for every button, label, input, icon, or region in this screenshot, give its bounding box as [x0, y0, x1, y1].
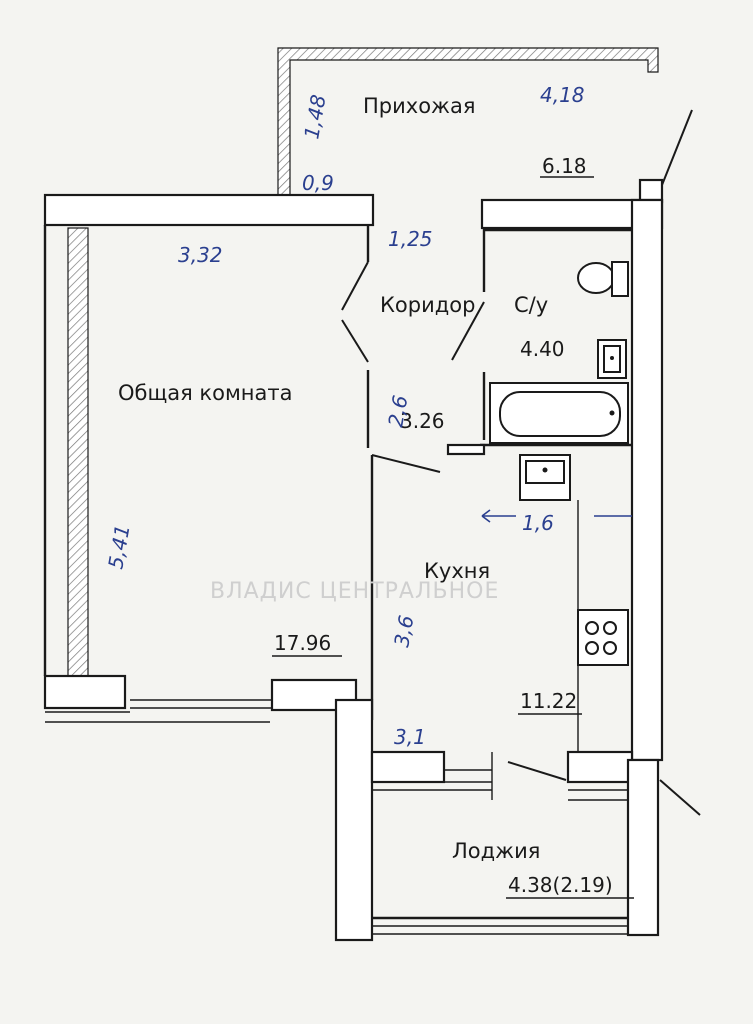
toilet-icon	[577, 261, 629, 297]
dim-living-length: 5,41	[103, 523, 134, 571]
dim-hallway-length: 4,18	[540, 83, 585, 107]
kitchen-sink-icon	[519, 454, 571, 501]
loggia-walls	[370, 750, 701, 937]
dim-corridor-length: 2,6	[383, 393, 412, 428]
dim-kitchen-length: 3,6	[389, 613, 418, 648]
bathroom-walls	[446, 228, 632, 456]
living-room-name: Общая комната	[118, 381, 293, 405]
bathroom-area: 4.40	[520, 337, 565, 361]
hallway-walls	[277, 47, 693, 204]
loggia-area: 4.38(2.19)	[508, 873, 613, 897]
partition-walls	[334, 225, 441, 942]
watermark: ВЛАДИС ЦЕНТРАЛЬНОЕ	[210, 579, 499, 604]
loggia-name: Лоджия	[452, 839, 540, 863]
dim-living-width: 3,32	[178, 243, 223, 267]
bathtub-icon	[489, 382, 629, 444]
living-room-walls	[43, 225, 358, 723]
dim-hallway-width: 1,48	[299, 93, 330, 141]
corridor-area: 3.26	[400, 409, 445, 433]
kitchen-area: 11.22	[520, 689, 577, 713]
living-room-area: 17.96	[274, 631, 331, 655]
dim-kitchen-bottom: 3,1	[394, 725, 426, 749]
hallway-area: 6.18	[542, 154, 587, 178]
dim-hallway-small: 0,9	[302, 171, 334, 195]
bathroom-name: С/у	[514, 293, 548, 317]
dim-kitchen-width: 1,6	[522, 511, 554, 535]
stove-icon	[577, 609, 629, 666]
kitchen-name: Кухня	[424, 559, 490, 583]
dim-corridor-width: 1,25	[388, 227, 433, 251]
hallway-name: Прихожая	[363, 94, 475, 118]
bathroom-sink-icon	[597, 339, 627, 379]
corridor-name: Коридор	[380, 293, 475, 317]
